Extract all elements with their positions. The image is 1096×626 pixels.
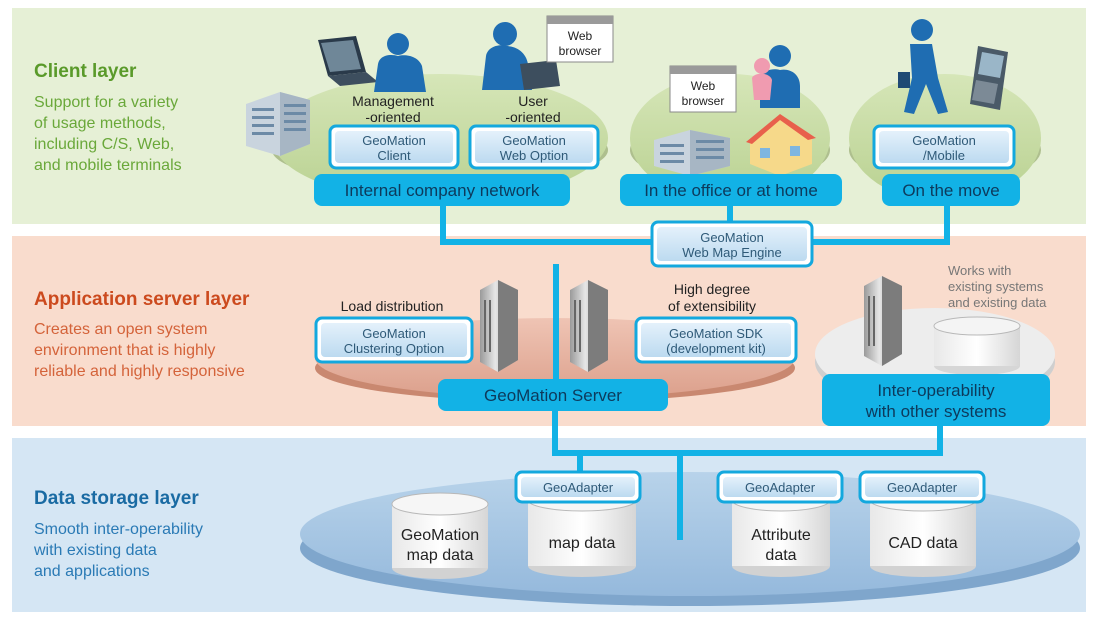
geoadapter-2-text: GeoAdapter [745, 480, 816, 495]
client-layer-desc-2: of usage methods, [34, 115, 166, 132]
extensibility-label-2: of extensibility [668, 298, 756, 314]
geomation-web-option-line1: GeoMation [502, 133, 566, 148]
geoadapter-box-3: GeoAdapter [858, 470, 986, 504]
pill-office-home-text: In the office or at home [644, 181, 818, 200]
works-note-1: Works with [948, 263, 1011, 278]
sdk-line1: GeoMation SDK [669, 326, 763, 341]
management-label-1: Management [352, 93, 434, 109]
pill-interoperability: Inter-operability with other systems [822, 374, 1050, 426]
geoadapter-1-text: GeoAdapter [543, 480, 614, 495]
geomation-clustering-box: GeoMation Clustering Option [314, 316, 474, 364]
web-browser-1-line2: browser [559, 44, 602, 58]
pill-on-the-move-text: On the move [902, 181, 999, 200]
client-layer-desc-4: and mobile terminals [34, 157, 182, 174]
geomation-web-map-engine-box: GeoMation Web Map Engine [650, 220, 814, 268]
cyl-attribute-line1: Attribute [751, 527, 811, 544]
database-icon [933, 316, 1021, 375]
server-icon-1 [480, 280, 518, 372]
extensibility-label-1: High degree [674, 281, 750, 297]
client-layer-desc-1: Support for a variety [34, 94, 178, 111]
geomation-mobile-line2: /Mobile [923, 148, 965, 163]
person-icon-user [482, 22, 560, 90]
geoadapter-box-1: GeoAdapter [514, 470, 642, 504]
pill-on-the-move: On the move [882, 174, 1020, 206]
laptop-icon [318, 36, 378, 86]
pill-geomation-server-text: GeoMation Server [484, 386, 622, 405]
clustering-line1: GeoMation [362, 326, 426, 341]
load-distribution-label: Load distribution [341, 298, 444, 314]
geomation-client-line2: Client [377, 148, 411, 163]
web-browser-2-line2: browser [682, 94, 725, 108]
web-browser-1-line1: Web [568, 29, 593, 43]
web-map-engine-line1: GeoMation [700, 230, 764, 245]
client-layer-title: Client layer [34, 61, 137, 82]
geoadapter-3-text: GeoAdapter [887, 480, 958, 495]
user-label-1: User [518, 93, 548, 109]
web-browser-2-line1: Web [691, 79, 716, 93]
cyl-map-data-text: map data [549, 535, 616, 552]
sdk-line2: (development kit) [666, 341, 766, 356]
management-label-2: -oriented [365, 109, 420, 125]
cyl-geomation-line2: map data [407, 547, 474, 564]
app-layer-desc-2: environment that is highly [34, 342, 215, 359]
cyl-geomation-line1: GeoMation [401, 527, 479, 544]
server-icon-2 [570, 280, 608, 372]
office-building-icon [654, 130, 730, 176]
app-layer-desc-1: Creates an open system [34, 321, 207, 338]
data-layer-desc-3: and applications [34, 563, 150, 580]
person-icon-management [374, 33, 426, 92]
pill-geomation-server: GeoMation Server [438, 379, 668, 411]
geomation-client-box: GeoMation Client [328, 124, 460, 170]
works-note-3: and existing data [948, 295, 1047, 310]
cylinder-geomation-map-data: GeoMation map data [391, 492, 489, 579]
pill-office-home: In the office or at home [620, 174, 842, 206]
mobile-phone-icon [970, 46, 1008, 110]
clustering-line2: Clustering Option [344, 341, 444, 356]
geomation-web-option-box: GeoMation Web Option [468, 124, 600, 170]
pill-interop-line1: Inter-operability [877, 381, 995, 400]
walking-person-icon [898, 19, 948, 114]
server-icon-3 [864, 276, 902, 366]
web-browser-icon-1: Web browser [546, 15, 614, 63]
web-map-engine-line2: Web Map Engine [682, 245, 782, 260]
data-layer-title: Data storage layer [34, 488, 199, 509]
geomation-web-option-line2: Web Option [500, 148, 568, 163]
house-icon [746, 114, 816, 176]
pill-internal-network-text: Internal company network [345, 181, 540, 200]
works-note-2: existing systems [948, 279, 1044, 294]
geomation-mobile-line1: GeoMation [912, 133, 976, 148]
geoadapter-box-2: GeoAdapter [716, 470, 844, 504]
client-layer-desc-3: including C/S, Web, [34, 136, 174, 153]
data-layer-desc-2: with existing data [33, 542, 157, 559]
web-browser-icon-2: Web browser [669, 65, 737, 113]
app-layer-desc-3: reliable and highly responsive [34, 363, 245, 380]
data-layer-desc-1: Smooth inter-operability [34, 521, 203, 538]
app-layer-title: Application server layer [34, 289, 250, 310]
geomation-client-line1: GeoMation [362, 133, 426, 148]
geomation-sdk-box: GeoMation SDK (development kit) [634, 316, 798, 364]
pill-interop-line2: with other systems [865, 402, 1007, 421]
cylinder-map-data: map data [527, 488, 637, 577]
user-label-2: -oriented [505, 109, 560, 125]
cyl-cad-data-text: CAD data [888, 535, 957, 552]
building-icon [246, 92, 310, 156]
family-icon [752, 45, 800, 108]
cyl-attribute-line2: data [765, 547, 796, 564]
geomation-mobile-box: GeoMation /Mobile [872, 124, 1016, 170]
pill-internal-network: Internal company network [314, 174, 570, 206]
